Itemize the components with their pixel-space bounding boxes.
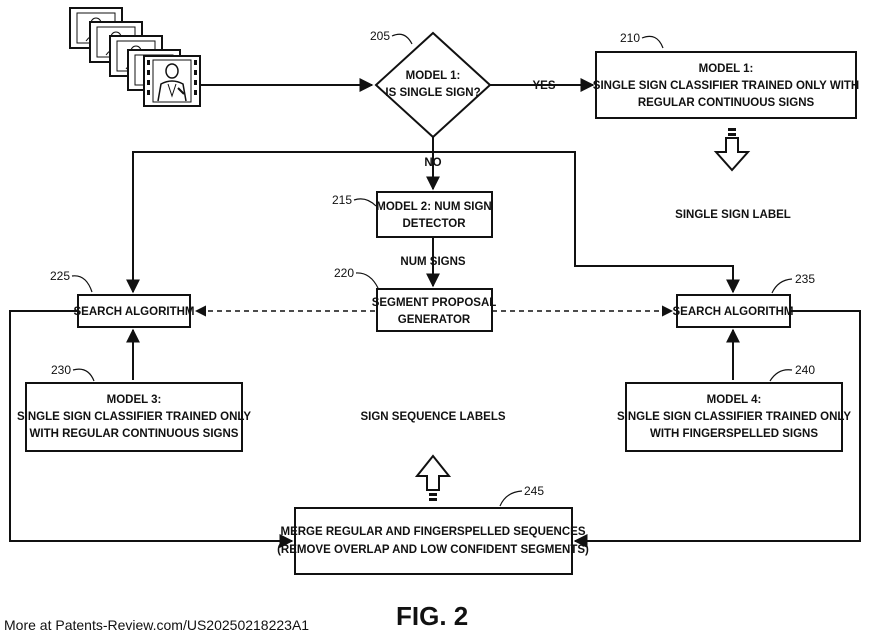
ref-230: 230 (51, 363, 71, 377)
ref-215: 215 (332, 193, 352, 207)
sign-sequence-labels: SIGN SEQUENCE LABELS (360, 411, 505, 423)
decision-diamond (376, 33, 490, 137)
yes-label: YES (532, 80, 555, 92)
model3-line1: MODEL 3: (107, 394, 162, 406)
single-sign-label: SINGLE SIGN LABEL (675, 209, 791, 221)
model4-line1: MODEL 4: (707, 394, 762, 406)
model2-box (377, 192, 492, 237)
merge-line2: (REMOVE OVERLAP AND LOW CONFIDENT SEGMEN… (277, 544, 589, 556)
ref-245: 245 (524, 484, 544, 498)
search-left-label: SEARCH ALGORITHM (74, 306, 195, 318)
hollow-up-arrow-icon (417, 456, 449, 501)
merge-line1: MERGE REGULAR AND FINGERSPELLED SEQUENCE… (281, 526, 586, 538)
search-right-label: SEARCH ALGORITHM (673, 306, 794, 318)
ref-220: 220 (334, 266, 354, 280)
leader-220 (356, 273, 378, 288)
model4-line2: SINGLE SIGN CLASSIFIER TRAINED ONLY (617, 411, 851, 423)
video-frames-icon (70, 8, 200, 106)
leader-205 (392, 34, 412, 44)
leader-235 (772, 279, 792, 293)
decision-line2: IS SINGLE SIGN? (385, 87, 480, 99)
leader-210 (642, 36, 663, 48)
leader-240 (770, 370, 792, 381)
num-signs-label: NUM SIGNS (400, 256, 466, 268)
model2-line1: MODEL 2: NUM SIGN (376, 201, 491, 213)
no-label: NO (424, 157, 441, 169)
figure-label: FIG. 2 (396, 601, 468, 631)
leader-230 (73, 369, 94, 381)
decision-line1: MODEL 1: (406, 70, 461, 82)
model3-line2: SINGLE SIGN CLASSIFIER TRAINED ONLY (17, 411, 251, 423)
model1-line3: REGULAR CONTINUOUS SIGNS (638, 97, 815, 109)
ref-225: 225 (50, 269, 70, 283)
leader-215 (354, 199, 376, 206)
ref-210: 210 (620, 31, 640, 45)
model4-line3: WITH FINGERSPELLED SIGNS (650, 428, 818, 440)
ref-240: 240 (795, 363, 815, 377)
hollow-down-arrow-icon (716, 128, 748, 170)
merge-box (295, 508, 572, 574)
model1-line2: SINGLE SIGN CLASSIFIER TRAINED ONLY WITH (593, 80, 859, 92)
model3-line3: WITH REGULAR CONTINUOUS SIGNS (30, 428, 239, 440)
model2-line2: DETECTOR (402, 218, 466, 230)
ref-235: 235 (795, 272, 815, 286)
segment-line1: SEGMENT PROPOSAL (372, 297, 497, 309)
leader-225 (72, 276, 92, 292)
model1-line1: MODEL 1: (699, 63, 754, 75)
leader-245 (500, 491, 522, 506)
source-footer: More at Patents-Review.com/US20250218223… (4, 617, 309, 633)
ref-205: 205 (370, 29, 390, 43)
segment-line2: GENERATOR (398, 314, 471, 326)
